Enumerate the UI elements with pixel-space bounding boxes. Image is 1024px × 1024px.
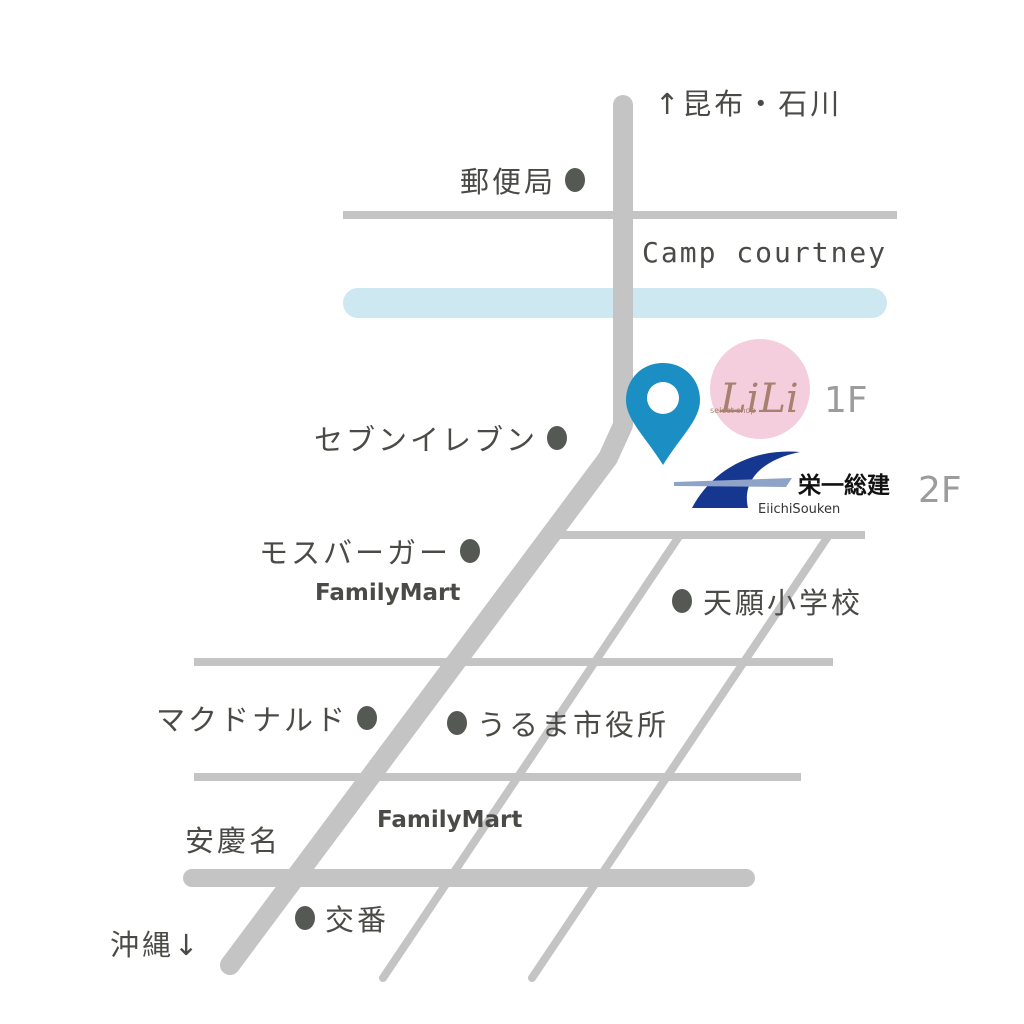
minor-roads [194,211,897,982]
koban-dot [295,906,315,930]
tengan-school-dot [672,589,692,613]
koban-label: 交番 [325,903,389,937]
seven-eleven-dot [547,426,567,450]
mos-burger-label: モスバーガー [259,536,451,570]
district-anekena-label: 安慶名 [185,824,281,858]
floor-1f-label: 1F [824,380,868,421]
floor-2f-label: 2F [918,470,962,511]
camp-courtney-label: Camp courtney [642,236,887,269]
map-pin-hole [647,382,679,414]
familymart-label-2: FamilyMart [377,807,522,833]
post-office-dot [565,168,585,192]
mcdonalds-label: マクドナルド [156,703,348,737]
lili-logo-text: LiLi [719,376,799,422]
uruma-city-hall-dot [447,711,467,735]
map-pin-icon [626,363,700,465]
lili-logo-subtext: select shop [710,406,756,415]
direction-south-label: 沖縄↓ [110,928,201,962]
seven-eleven-label: セブンイレブン [314,423,538,457]
eiichi-swoosh-highlight [674,478,792,487]
eiichi-souken-logo: 栄一総建 EiichiSouken [674,451,890,517]
post-office-label: 郵便局 [460,165,556,199]
tengan-school-label: 天願小学校 [703,586,863,620]
road-diagonal-1 [379,531,684,982]
eiichi-logo-en: EiichiSouken [758,502,840,517]
mos-burger-dot [460,539,480,563]
lili-badge [710,339,810,439]
mcdonalds-dot [357,706,377,730]
direction-north-label: ↑昆布・石川 [655,87,842,121]
lili-logo: LiLi select shop [710,339,810,439]
main-road [220,95,633,975]
eiichi-logo-jp: 栄一総建 [797,472,890,499]
uruma-city-hall-label: うるま市役所 [477,708,669,742]
familymart-label-1: FamilyMart [315,580,460,606]
landmark-dots [295,168,692,930]
road-diagonal-2 [528,531,833,982]
